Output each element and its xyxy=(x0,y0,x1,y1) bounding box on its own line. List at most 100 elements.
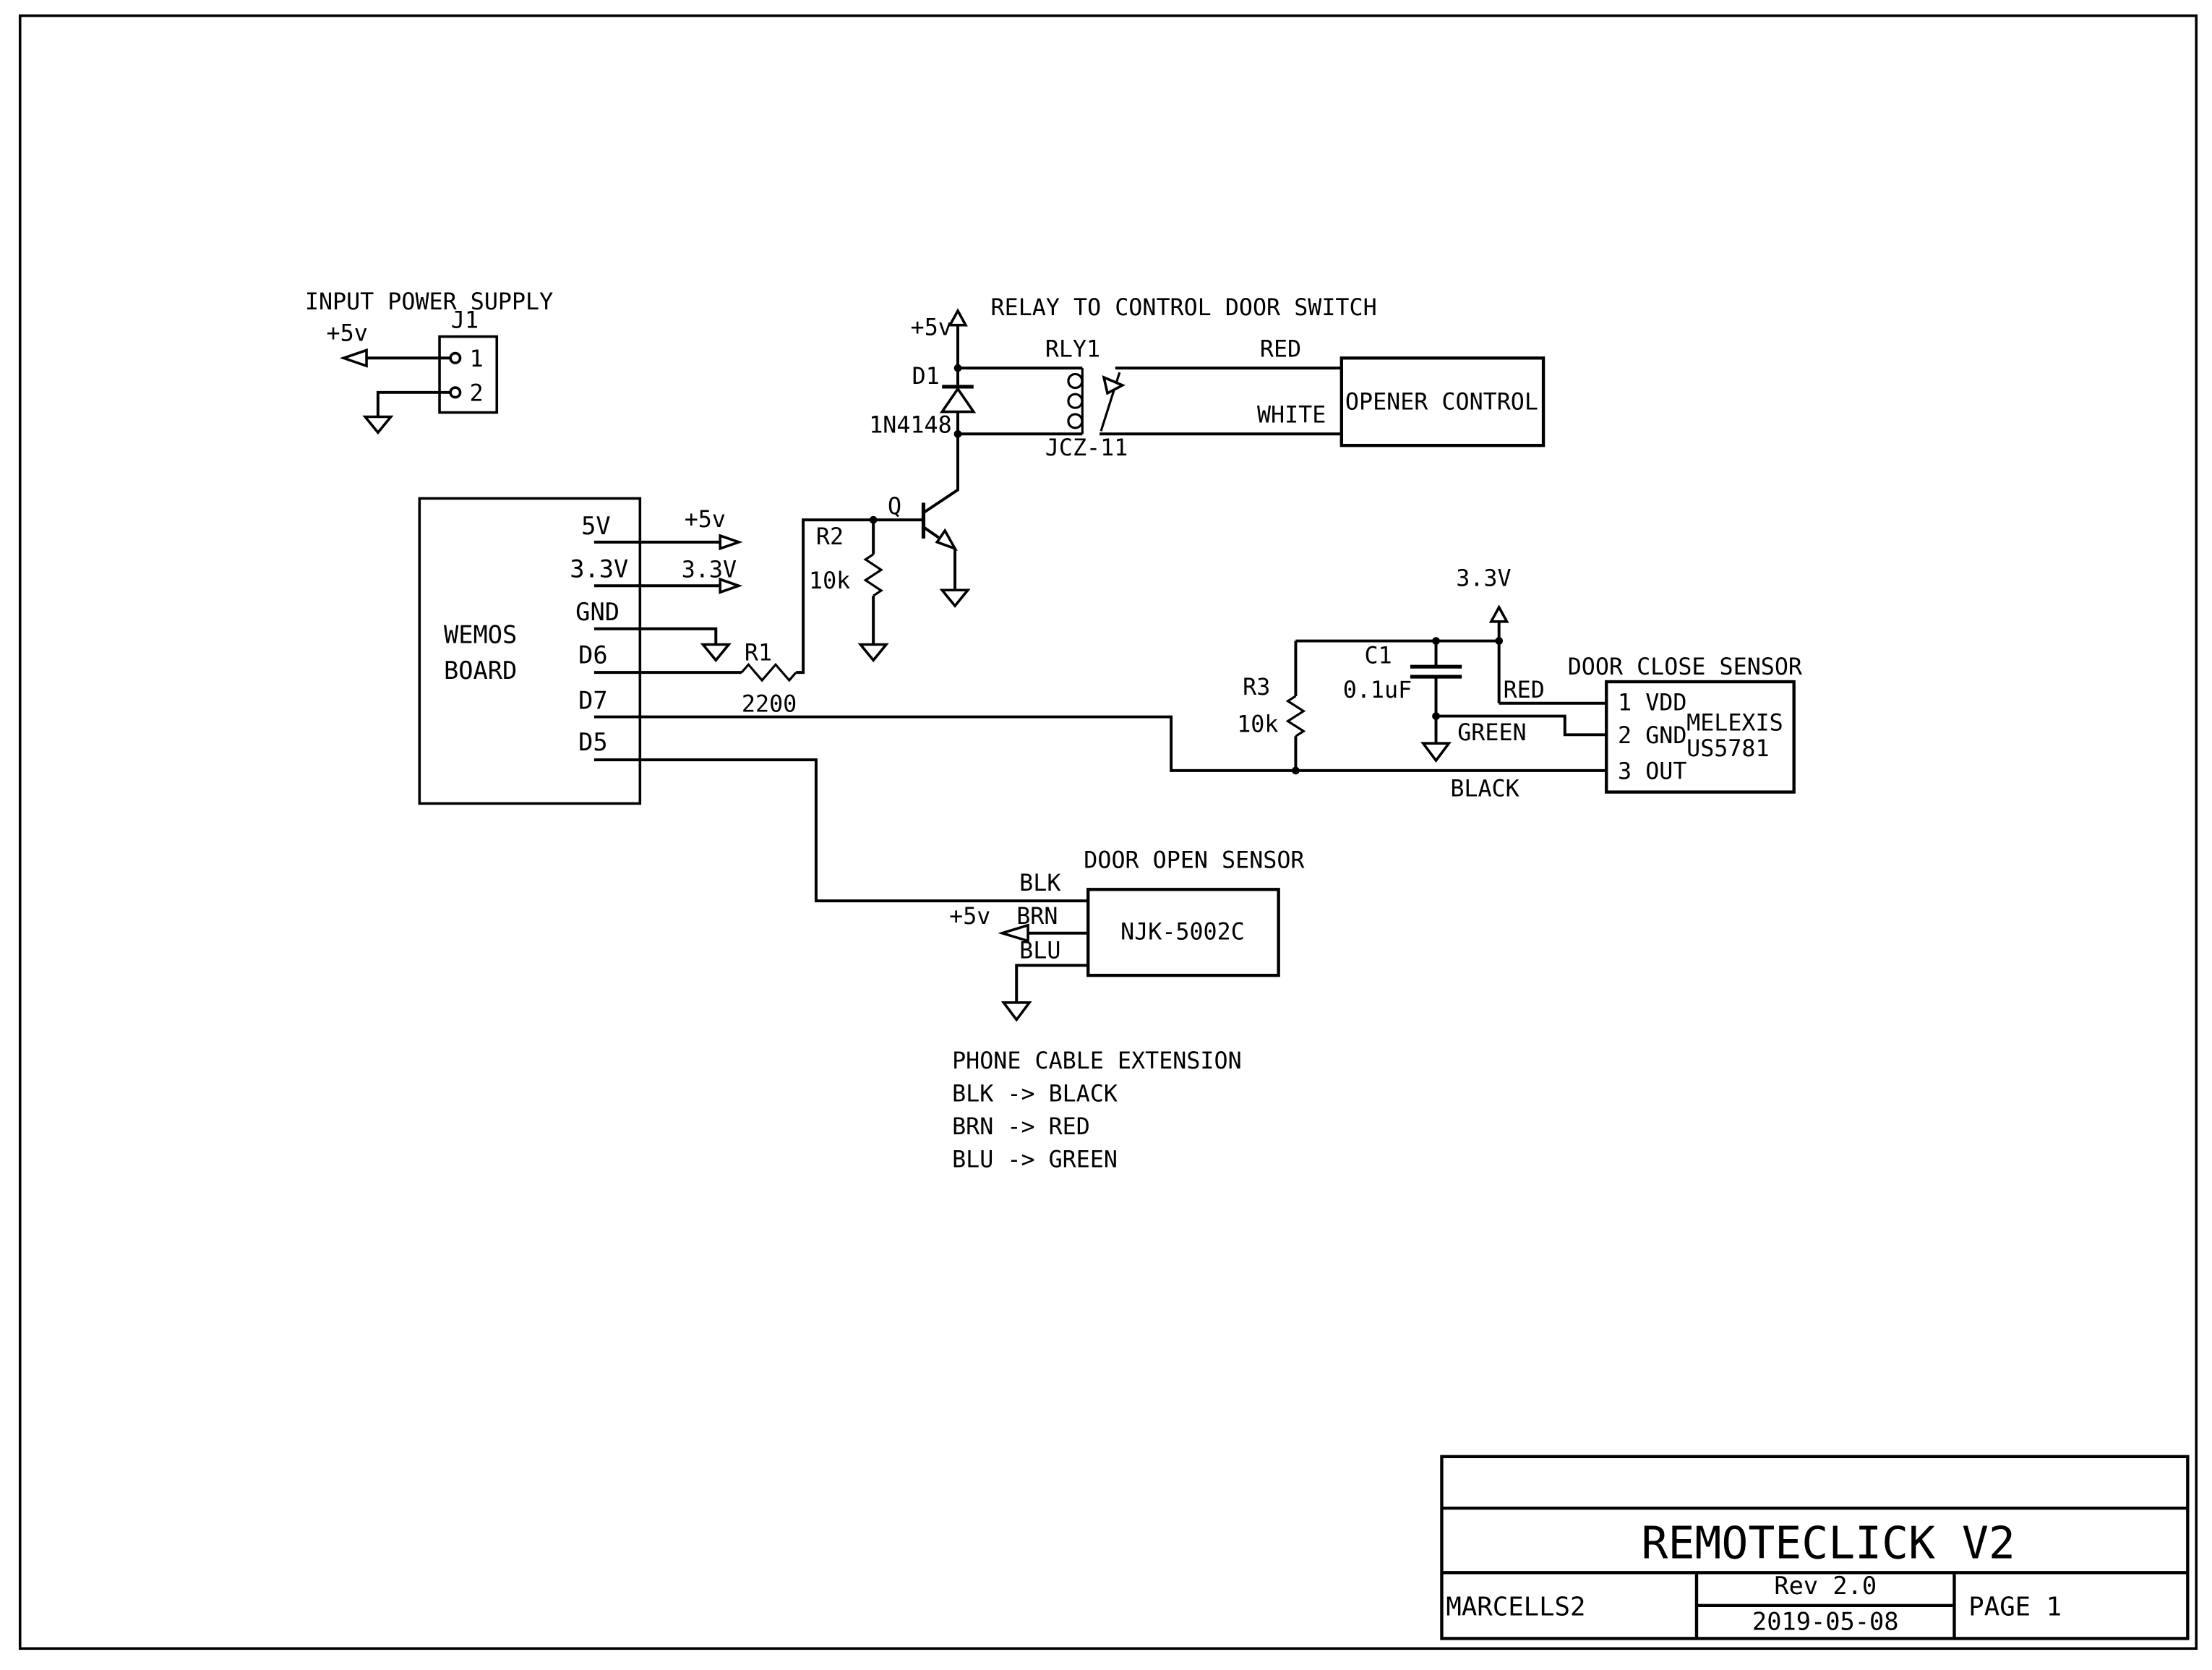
phone-cable-row3: BLU -> GREEN xyxy=(952,1147,1118,1173)
input-power-supply-title: INPUT POWER SUPPLY xyxy=(305,289,553,315)
j1-connector-box xyxy=(438,335,499,414)
white-wire-label: WHITE xyxy=(1257,402,1326,428)
sensor-pin1-label: 1 VDD xyxy=(1618,690,1686,716)
title-block: REMOTECLICK V2 MARCELLS2 Rev 2.0 2019-05… xyxy=(1440,1455,2190,1640)
c1-capacitor xyxy=(1410,641,1462,716)
opener-control-label: OPENER CONTROL xyxy=(1345,390,1538,416)
emitter-arrow-icon xyxy=(935,528,958,552)
out-5v-label: +5v xyxy=(685,507,726,533)
phone-cable-row1: BLK -> BLACK xyxy=(952,1081,1118,1107)
brn-wire-label: BRN xyxy=(1016,904,1058,930)
door-open-sensor-section: DOOR OPEN SENSOR NJK-5002C BLK BRN +5v B… xyxy=(949,848,1305,1022)
c1-ref-label: C1 xyxy=(1364,643,1392,669)
j1-wires xyxy=(339,348,451,435)
r3-value-label: 10k xyxy=(1237,711,1278,737)
drawing-title: REMOTECLICK V2 xyxy=(1642,1517,2015,1569)
door-open-part-label: NJK-5002C xyxy=(1120,920,1245,946)
blk-wire-label: BLK xyxy=(1019,870,1060,896)
power-out-arrow-icon xyxy=(998,923,1029,943)
r3-resistor xyxy=(1285,695,1306,737)
author-label: MARCELLS2 xyxy=(1446,1593,1585,1622)
wemos-board-section: WEMOS BOARD 5V 3.3V GND D6 D7 D5 +5v 3.3… xyxy=(418,434,1607,903)
pin-d7-label: D7 xyxy=(578,687,608,715)
sensor-part-line1: MELEXIS xyxy=(1686,710,1783,736)
q-collector-wire xyxy=(922,434,959,514)
wire-d5 xyxy=(593,758,1089,903)
wemos-label-line2: BOARD xyxy=(444,656,517,685)
wire-gnd xyxy=(593,627,718,645)
door-open-sensor-title: DOOR OPEN SENSOR xyxy=(1084,848,1305,874)
title-block-border xyxy=(1440,1455,2190,1640)
pin-d5-label: D5 xyxy=(578,728,608,756)
r1-resistor xyxy=(740,662,797,682)
contact-arrow-icon xyxy=(1102,375,1126,395)
j1-pin1-label: 1 xyxy=(470,346,484,372)
red-sensor-label: RED xyxy=(1504,677,1545,703)
rail-wires xyxy=(1295,621,1501,703)
pin-gnd-label: GND xyxy=(575,598,620,626)
input-power-supply-section: INPUT POWER SUPPLY +5v J1 1 2 xyxy=(305,289,553,435)
r2-resistor xyxy=(863,553,883,597)
power-up-arrow-icon xyxy=(1488,604,1509,623)
page-border xyxy=(18,14,2198,1650)
d1-diode xyxy=(939,368,977,434)
q-transistor xyxy=(921,434,971,608)
ground-icon xyxy=(939,588,971,608)
r2-ref-label: R2 xyxy=(816,524,844,550)
out-3v3-label: 3.3V xyxy=(682,557,737,583)
power-up-arrow-icon xyxy=(948,308,968,327)
arrow-right-icon xyxy=(719,534,743,551)
ground-icon xyxy=(1000,1001,1032,1022)
phone-cable-row2: BRN -> RED xyxy=(952,1114,1090,1140)
black-sensor-label: BLACK xyxy=(1450,776,1519,802)
rly1-coil xyxy=(958,367,1084,436)
wemos-board-box xyxy=(418,497,642,805)
q-ref-label: Q xyxy=(888,494,901,520)
wemos-label-line1: WEMOS xyxy=(444,621,517,649)
rail-3v3-label: 3.3V xyxy=(1456,565,1511,591)
relay-section: RELAY TO CONTROL DOOR SWITCH +5v D1 1N41… xyxy=(869,295,1546,461)
rly1-ref-label: RLY1 xyxy=(1045,336,1100,362)
door-close-sensor-title: DOOR CLOSE SENSOR xyxy=(1568,654,1803,680)
j1-pin2-circle xyxy=(449,386,462,399)
wire-r1-to-base xyxy=(796,518,924,675)
rly1-contact xyxy=(1099,372,1126,432)
door-close-sensor-section: 3.3V R3 10k C1 0.1uF RED GREEN BLACK DOO… xyxy=(1237,565,1803,802)
j1-pin2-label: 2 xyxy=(470,381,484,407)
red-wire-label: RED xyxy=(1260,336,1301,362)
pin-5v-label: 5V xyxy=(581,512,611,540)
relay-title: RELAY TO CONTROL DOOR SWITCH xyxy=(991,295,1377,321)
page-label: PAGE 1 xyxy=(1968,1593,2062,1622)
ground-icon xyxy=(857,643,889,663)
date-label: 2019-05-08 xyxy=(1752,1608,1899,1636)
sensor-pin2-label: 2 GND xyxy=(1618,723,1686,749)
door-close-sensor-box xyxy=(1605,680,1796,794)
ground-icon xyxy=(362,415,394,435)
blu-wire-label: BLU xyxy=(1019,938,1060,964)
green-sensor-wire xyxy=(1436,714,1607,737)
r1-value-label: 2200 xyxy=(742,692,797,718)
ground-icon xyxy=(1420,742,1452,763)
phone-cable-title: PHONE CABLE EXTENSION xyxy=(952,1048,1242,1074)
r1-ref-label: R1 xyxy=(745,640,772,666)
power-out-arrow-icon xyxy=(339,348,368,368)
sensor-part-line2: US5781 xyxy=(1686,736,1769,762)
pin-3v3-label: 3.3V xyxy=(570,554,628,583)
door-open-wires xyxy=(998,923,1089,1022)
arrow-right-icon xyxy=(719,577,743,594)
relay-plus5v-label: +5v xyxy=(911,315,952,341)
rev-label: Rev 2.0 xyxy=(1774,1572,1877,1600)
c1-value-label: 0.1uF xyxy=(1343,677,1412,703)
j1-plus5v-label: +5v xyxy=(327,321,368,347)
r3-ref-label: R3 xyxy=(1243,675,1270,701)
ground-icon xyxy=(700,643,732,663)
r2-value-label: 10k xyxy=(809,568,850,594)
d1-ref-label: D1 xyxy=(912,364,940,390)
d1-part-label: 1N4148 xyxy=(869,412,951,438)
j1-pin1-circle xyxy=(449,351,462,364)
j1-ref-label: J1 xyxy=(451,308,479,334)
opener-control-box xyxy=(1339,356,1546,448)
pin-d6-label: D6 xyxy=(578,641,608,669)
sensor-pin3-label: 3 OUT xyxy=(1618,759,1686,785)
